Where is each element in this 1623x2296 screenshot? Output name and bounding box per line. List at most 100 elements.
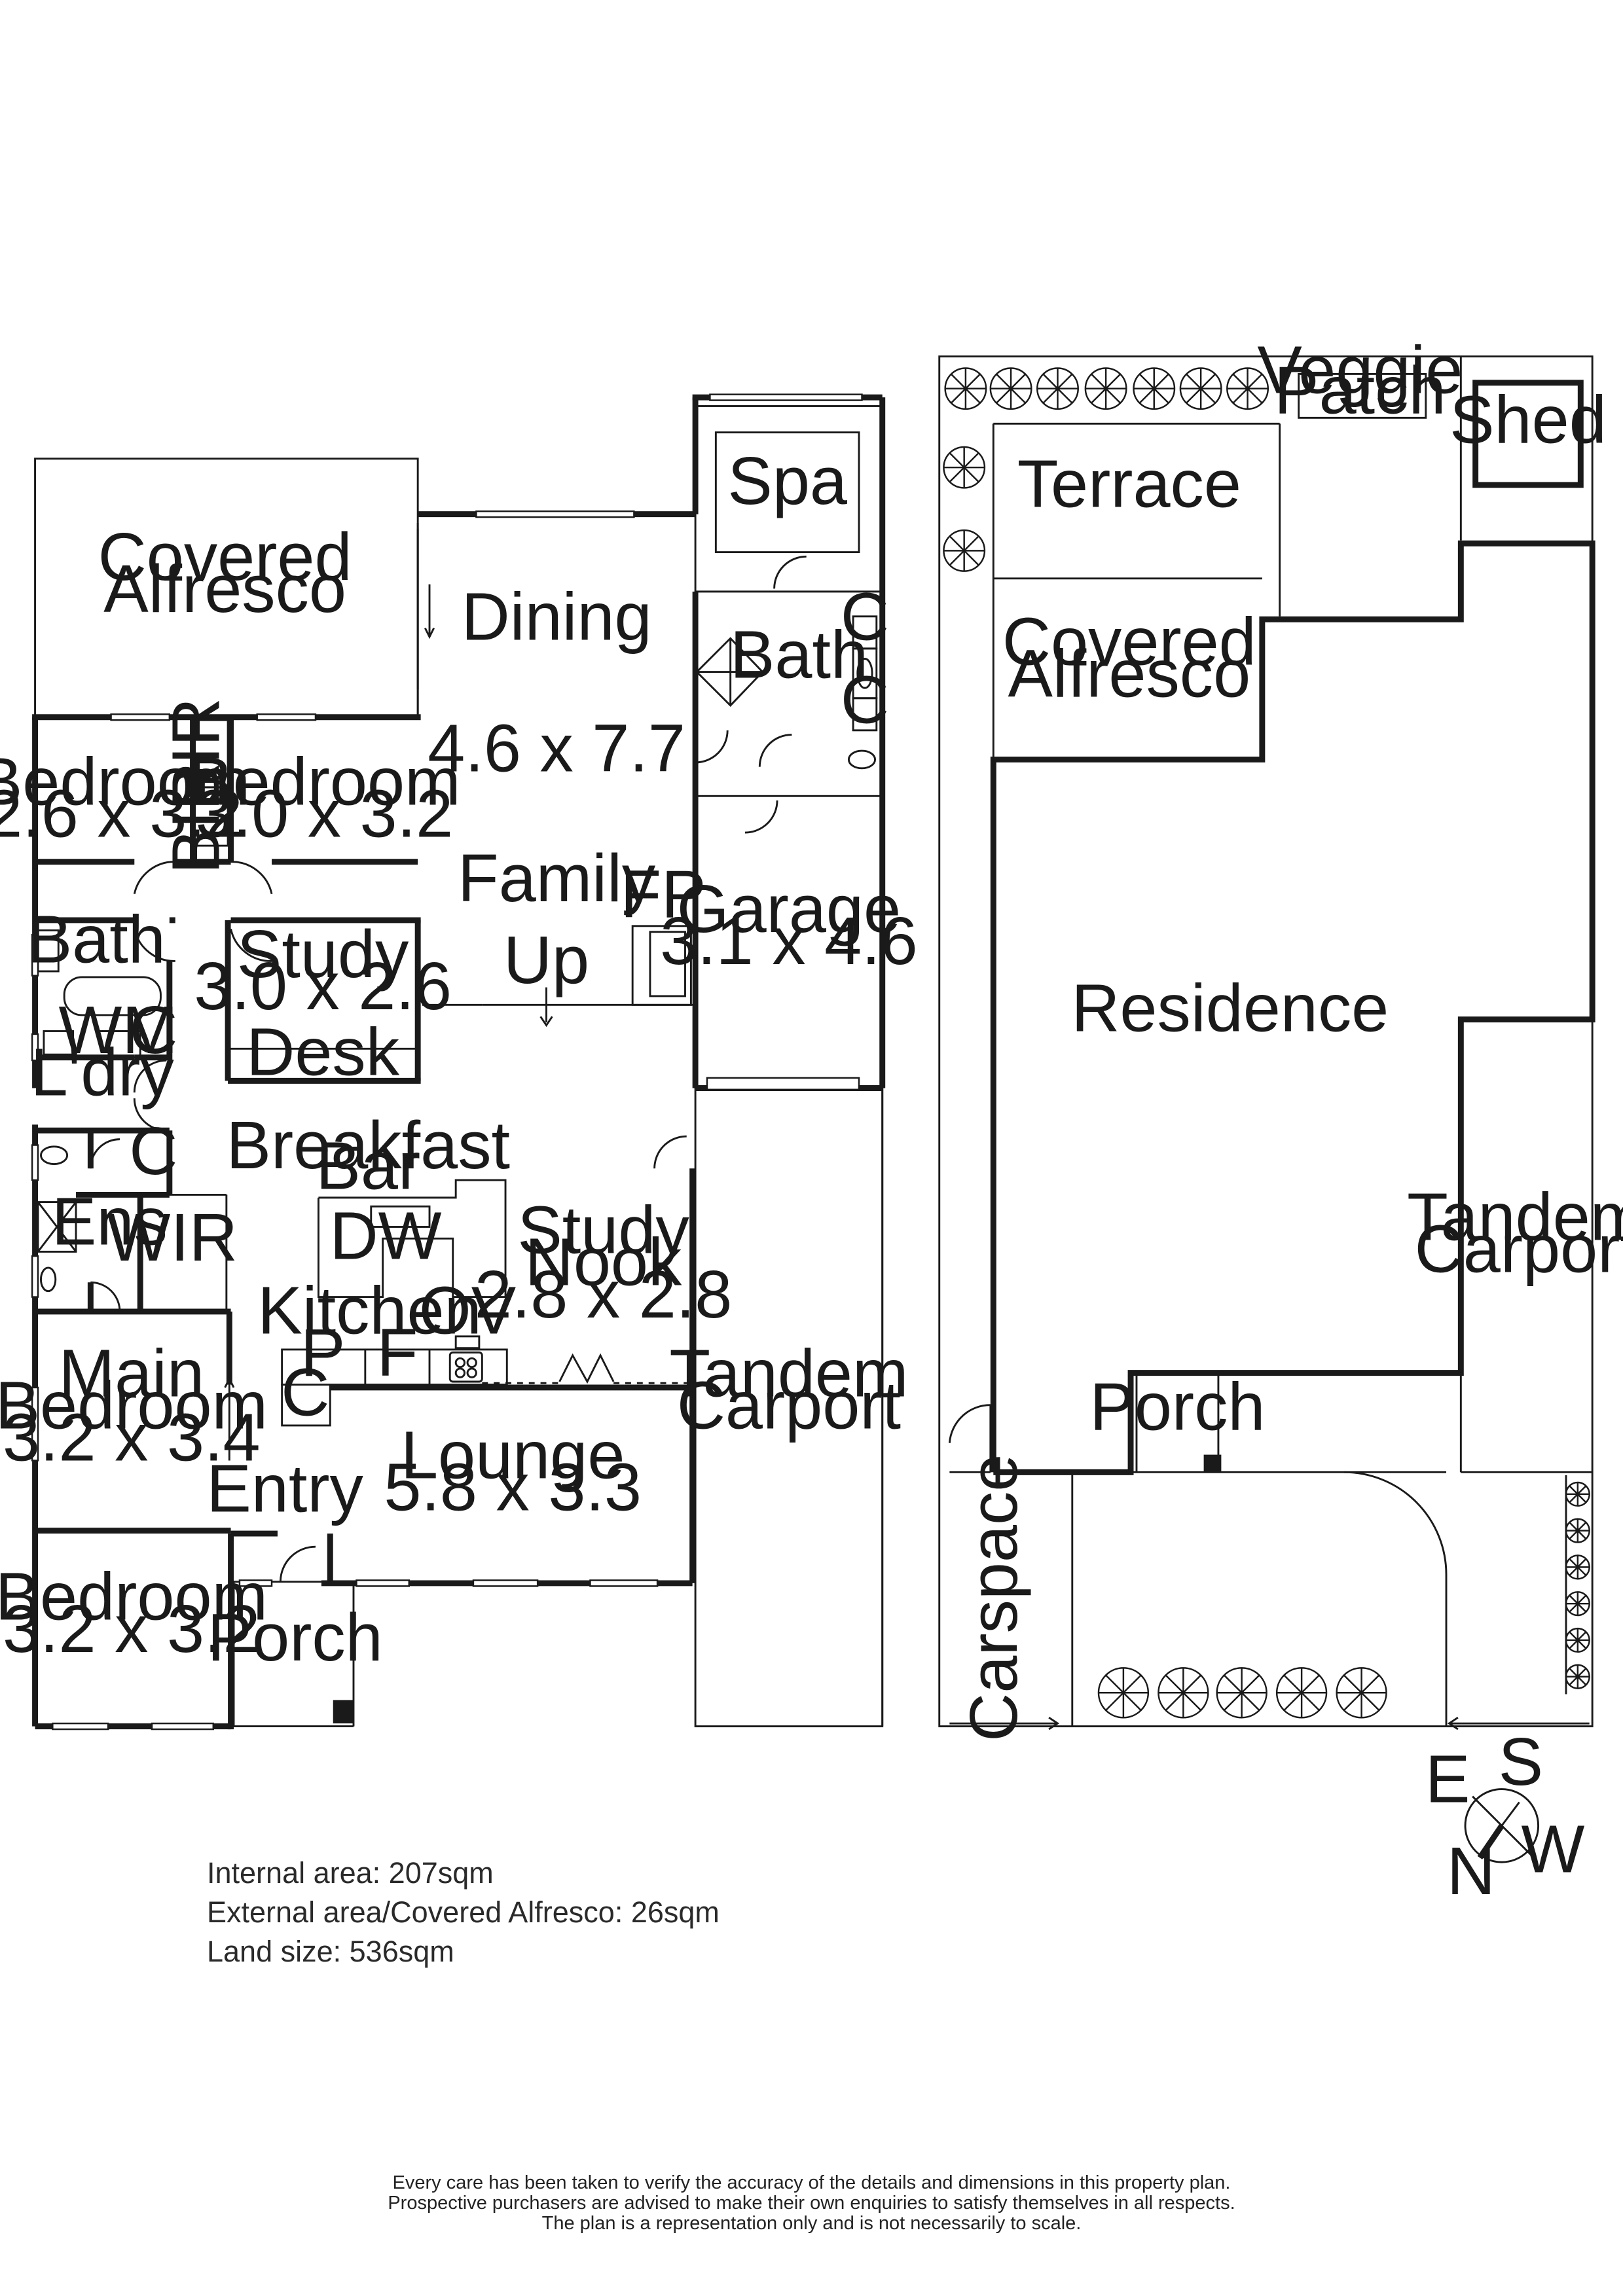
tree-icon	[944, 367, 987, 410]
label-ov: OV	[419, 1272, 516, 1348]
window-icon	[256, 713, 317, 721]
label-family: Family	[458, 840, 656, 916]
label-wm: WM	[59, 992, 178, 1067]
compass-labels: E S W N	[1425, 1724, 1584, 1909]
label-residence: Residence	[1071, 970, 1389, 1045]
label-bath-side: Bath	[27, 902, 166, 977]
tree-icon	[1565, 1481, 1590, 1507]
label-bir-2: BIR	[158, 762, 234, 874]
label-study-nook-2: Nook	[525, 1225, 682, 1300]
label-c-ens: C	[129, 1113, 177, 1189]
tree-icon	[1226, 367, 1269, 410]
tree-icon	[1565, 1627, 1590, 1653]
label-garage: Garage	[677, 871, 901, 946]
label-covered-alfresco-2: Alfresco	[103, 551, 346, 626]
tree-icon	[943, 446, 986, 489]
label-lounge: Lounge	[401, 1417, 625, 1492]
tree-icon	[1565, 1518, 1590, 1543]
window-icon	[31, 1255, 39, 1298]
label-bedroom-a-size: 2.6 x 3.2	[0, 776, 243, 852]
label-site-alfresco-2: Alfresco	[1008, 636, 1250, 711]
label-bedroom-a: Bedroom	[0, 744, 250, 819]
window-icon	[31, 933, 39, 977]
label-bar: Bar	[316, 1128, 420, 1203]
label-p: P	[301, 1315, 345, 1390]
tree-icon	[1336, 1667, 1387, 1719]
window-icon	[52, 1722, 109, 1731]
label-main-bedroom-2: Bedroom	[0, 1367, 268, 1443]
window-icon	[31, 1033, 39, 1062]
site-plan-labels: Veggie Patch Shed Terrace Covered Alfres…	[956, 332, 1623, 1741]
tree-icon	[943, 529, 986, 572]
tree-icon	[1179, 367, 1222, 410]
tree-icon	[1084, 367, 1127, 410]
window-icon	[110, 713, 171, 721]
label-main-bedroom-size: 3.2 x 3.4	[3, 1400, 261, 1475]
label-c-kitchen: C	[281, 1354, 329, 1429]
label-bedroom-c-size: 3.2 x 3.2	[3, 1591, 261, 1666]
label-site-tandem-2: Carport	[1415, 1211, 1623, 1287]
label-tandem-carport-2: Carport	[677, 1367, 901, 1443]
label-study: Study	[237, 916, 409, 992]
disclaimer-line-3: The plan is a representation only and is…	[541, 2213, 1082, 2234]
window-icon	[31, 1386, 39, 1462]
label-patch: Patch	[1274, 353, 1446, 428]
compass-w: W	[1521, 1812, 1584, 1887]
label-shed: Shed	[1450, 382, 1607, 457]
label-entry: Entry	[206, 1451, 363, 1526]
label-bedroom-b-size: 3.0 x 3.2	[196, 776, 454, 852]
tree-icon	[1158, 1667, 1209, 1719]
label-covered-alfresco-1: Covered	[98, 519, 352, 594]
area-summary: Internal area: 207sqm External area/Cove…	[207, 1854, 720, 1971]
window-icon	[472, 1579, 539, 1587]
tree-icon	[1133, 367, 1176, 410]
label-veggie: Veggie	[1257, 332, 1463, 407]
window-icon	[589, 1579, 659, 1587]
label-terrace: Terrace	[1017, 446, 1241, 521]
label-porch: Porch	[208, 1600, 383, 1675]
label-spa: Spa	[727, 443, 848, 518]
label-site-porch: Porch	[1089, 1369, 1265, 1444]
label-ens: Ens	[52, 1183, 168, 1259]
floor-plan-labels: Covered Alfresco Dining 4.6 x 7.7 Family…	[0, 443, 918, 1675]
tree-icon	[1275, 1667, 1328, 1719]
label-study-nook-1: Study	[517, 1193, 689, 1268]
label-kitchen: Kitchen	[257, 1272, 481, 1348]
tree-icon	[1036, 367, 1079, 410]
label-bath-rear: Bath	[730, 617, 868, 692]
internal-area: Internal area: 207sqm	[207, 1856, 494, 1890]
window-icon	[709, 393, 863, 401]
tree-icon	[1216, 1667, 1267, 1719]
disclaimer: Every care has been taken to verify the …	[0, 2173, 1623, 2234]
compass-rose	[1464, 1788, 1540, 1863]
label-study-size: 3.0 x 2.6	[194, 948, 452, 1024]
label-breakfast: Breakfast	[227, 1107, 511, 1183]
compass-n: N	[1447, 1833, 1495, 1909]
label-bedroom-b: Bedroom	[188, 744, 460, 819]
label-main-bedroom-1: Main	[59, 1335, 204, 1410]
label-ldry: L'dry	[31, 1035, 175, 1110]
window-icon	[31, 1144, 39, 1181]
label-bedroom-c: Bedroom	[0, 1559, 268, 1634]
tree-plantings	[943, 367, 1590, 1719]
disclaimer-line-2: Prospective purchasers are advised to ma…	[388, 2193, 1235, 2214]
label-fp: FP	[620, 856, 706, 931]
label-desk: Desk	[246, 1014, 400, 1089]
site-plan-residence-outline	[990, 380, 1596, 1475]
tree-icon	[1565, 1664, 1590, 1689]
label-c-rear-2: C	[841, 662, 889, 738]
window-icon	[475, 510, 635, 518]
label-bir-1: BIR	[158, 698, 234, 810]
window-markers	[31, 393, 863, 1731]
tree-icon	[1565, 1591, 1590, 1617]
window-icon	[356, 1579, 410, 1587]
tree-icon	[1097, 1667, 1150, 1719]
label-lounge-size: 5.8 x 3.3	[384, 1449, 642, 1524]
label-site-tandem-1: Tandem	[1407, 1179, 1623, 1255]
label-dining-family-size: 4.6 x 7.7	[428, 710, 685, 785]
land-size: Land size: 536sqm	[207, 1935, 454, 1968]
window-icon	[151, 1722, 215, 1731]
label-up: Up	[503, 922, 589, 997]
compass-s: S	[1499, 1724, 1543, 1799]
